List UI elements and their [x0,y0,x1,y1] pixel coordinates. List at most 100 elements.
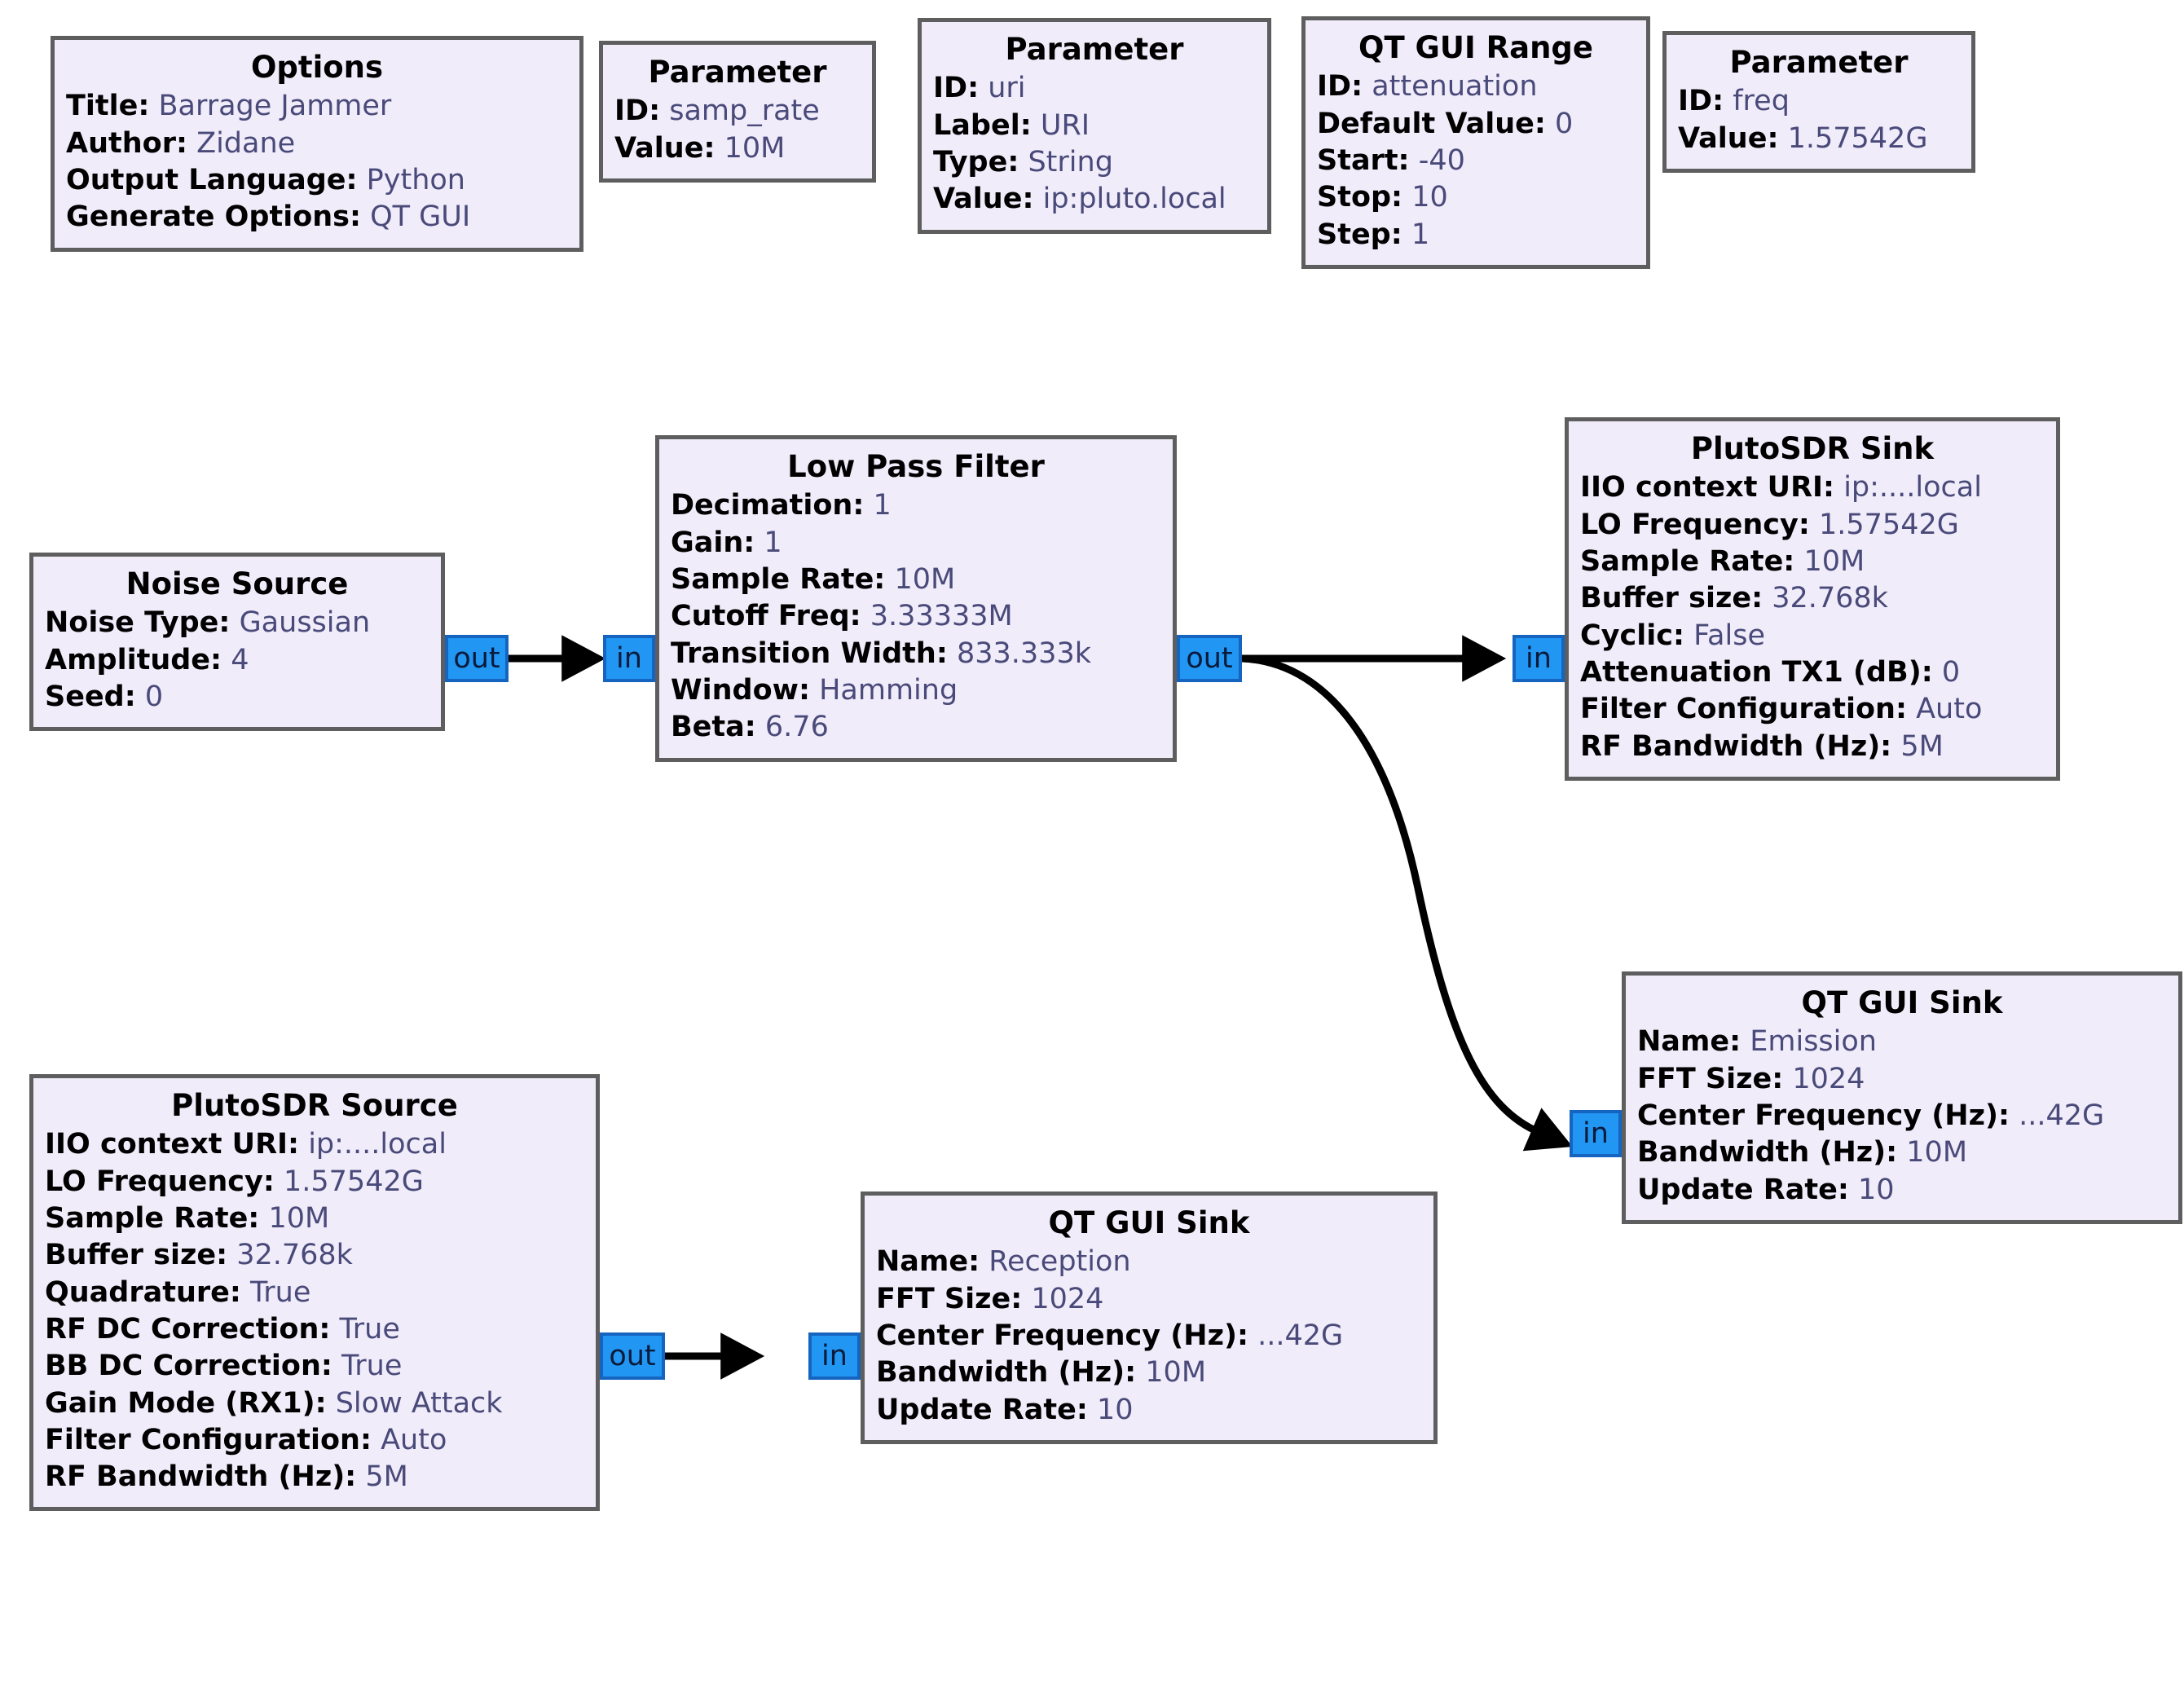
param-key: Step: [1317,218,1402,251]
param-value: 6.76 [764,711,829,744]
param-row: ID: samp_rate [614,93,861,130]
block-plutosdr-source[interactable]: PlutoSDR Source IIO context URI: ip:....… [29,1074,600,1512]
param-key: FFT Size: [1637,1062,1784,1095]
param-value: 32.768k [236,1239,353,1272]
param-key: Output Language: [66,163,358,196]
block-parameter-freq[interactable]: Parameter ID: freq Value: 1.57542G [1662,31,1975,173]
param-value: 10M [894,562,956,596]
param-value: 10M [724,131,786,165]
block-title: Noise Source [125,566,349,601]
param-row: Sample Rate: 10M [671,562,1161,598]
block-qt-gui-range[interactable]: QT GUI Range ID: attenuation Default Val… [1301,16,1650,269]
wire-lpf-to-emission [1241,654,1573,1152]
param-key: ID: [614,95,661,128]
block-title: QT GUI Range [1358,30,1593,65]
param-value: False [1693,619,1765,652]
param-row: RF Bandwidth (Hz): 5M [45,1459,584,1495]
port-low-pass-filter-out[interactable]: out [1177,635,1242,682]
param-row: ID: attenuation [1317,68,1635,105]
block-plutosdr-sink[interactable]: PlutoSDR Sink IIO context URI: ip:....lo… [1565,417,2060,781]
param-value: True [250,1275,311,1309]
param-value: 4 [231,643,249,676]
port-qt-gui-sink-reception-in[interactable]: in [808,1332,861,1380]
param-row: Seed: 0 [45,679,429,716]
param-row: RF DC Correction: True [45,1311,584,1348]
port-low-pass-filter-in[interactable]: in [603,635,655,682]
port-label: out [1186,641,1233,675]
param-row: Bandwidth (Hz): 10M [876,1354,1422,1391]
param-key: Beta: [671,711,756,744]
block-title: QT GUI Sink [1048,1205,1250,1240]
param-key: ID: [1317,70,1363,104]
block-parameter-uri[interactable]: Parameter ID: uri Label: URI Type: Strin… [918,18,1271,234]
param-value: -40 [1418,143,1465,177]
param-key: Value: [614,131,716,165]
param-value: 10M [1145,1356,1207,1390]
param-value: 5M [1900,729,1944,763]
block-low-pass-filter[interactable]: Low Pass Filter Decimation: 1 Gain: 1 Sa… [655,435,1177,762]
param-value: 833.333k [956,636,1091,670]
port-plutosdr-sink-in[interactable]: in [1513,635,1565,682]
param-row: Attenuation TX1 (dB): 0 [1580,654,2045,691]
param-value: 1 [873,489,892,522]
param-key: Author: [66,126,187,160]
param-value: ip:....local [1843,471,1982,504]
port-label: out [609,1339,656,1372]
param-value: 10 [1411,181,1448,214]
param-row: Gain: 1 [671,525,1161,562]
param-key: Seed: [45,680,136,713]
param-key: Sample Rate: [45,1201,260,1235]
param-key: RF Bandwidth (Hz): [45,1460,357,1494]
param-row: Update Rate: 10 [1637,1172,2167,1209]
param-row: Output Language: Python [66,162,568,199]
param-row: Center Frequency (Hz): ...42G [876,1318,1422,1354]
param-key: Window: [671,673,810,707]
param-value: 10 [1096,1393,1134,1426]
param-value: 10 [1857,1173,1895,1206]
port-noise-source-out[interactable]: out [445,635,509,682]
param-row: LO Frequency: 1.57542G [1580,507,2045,544]
port-plutosdr-source-out[interactable]: out [600,1332,665,1380]
param-key: Title: [66,90,150,123]
param-key: Cutoff Freq: [671,600,861,633]
param-key: Type: [933,145,1019,178]
param-row: Cutoff Freq: 3.33333M [671,598,1161,635]
block-title: PlutoSDR Source [171,1088,458,1123]
block-title: Options [250,50,384,85]
param-row: Filter Configuration: Auto [1580,691,2045,728]
param-key: Decimation: [671,489,865,522]
param-key: IIO context URI: [1580,471,1835,504]
param-key: Attenuation TX1 (dB): [1580,655,1933,689]
param-value: ...42G [2019,1099,2105,1132]
block-qt-gui-sink-reception[interactable]: QT GUI Sink Name: Reception FFT Size: 10… [861,1191,1438,1444]
param-row: Value: ip:pluto.local [933,181,1256,218]
param-key: Bandwidth (Hz): [1637,1136,1898,1169]
param-key: Amplitude: [45,643,222,676]
param-row: Sample Rate: 10M [45,1200,584,1237]
block-title: PlutoSDR Sink [1690,431,1935,466]
param-value: 1 [764,526,782,559]
param-value: 3.33333M [870,600,1013,633]
param-row: RF Bandwidth (Hz): 5M [1580,729,2045,765]
param-row: Label: URI [933,108,1256,144]
param-row: Quadrature: True [45,1275,584,1311]
param-key: Buffer size: [45,1239,228,1272]
param-row: Window: Hamming [671,672,1161,709]
param-row: FFT Size: 1024 [876,1281,1422,1318]
param-value: Gaussian [239,606,371,640]
block-qt-gui-sink-emission[interactable]: QT GUI Sink Name: Emission FFT Size: 102… [1622,971,2182,1224]
block-options[interactable]: Options Title: Barrage Jammer Author: Zi… [51,36,583,252]
port-qt-gui-sink-emission-in[interactable]: in [1570,1110,1622,1157]
param-value: QT GUI [370,200,471,234]
param-value: samp_rate [669,95,820,128]
block-parameter-samp-rate[interactable]: Parameter ID: samp_rate Value: 10M [599,41,876,183]
param-value: String [1028,145,1113,178]
param-value: 1024 [1031,1282,1104,1315]
param-value: 1.57542G [1819,508,1959,541]
param-key: Quadrature: [45,1275,241,1309]
param-row: Bandwidth (Hz): 10M [1637,1134,2167,1171]
block-noise-source[interactable]: Noise Source Noise Type: Gaussian Amplit… [29,553,445,732]
param-row: ID: uri [933,70,1256,107]
param-row: Name: Emission [1637,1024,2167,1060]
